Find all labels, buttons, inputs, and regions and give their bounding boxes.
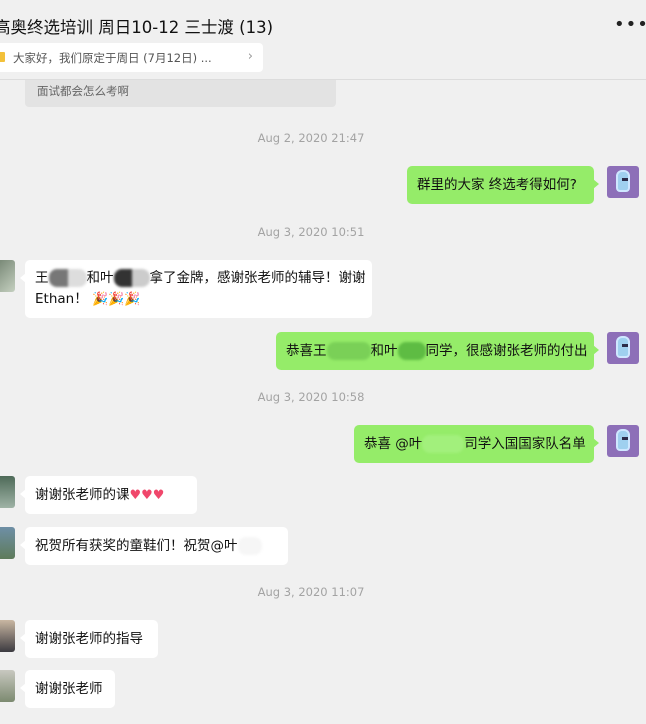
message-text: 谢谢张老师的指导 <box>35 631 143 647</box>
redacted-name <box>397 342 426 360</box>
more-dots-icon[interactable]: ••• <box>614 14 646 35</box>
message-text: 恭喜王 <box>286 343 327 359</box>
chat-title[interactable]: 高奥终选培训 周日10-12 三士渡 (13) <box>0 18 274 37</box>
redacted-name <box>113 269 150 287</box>
chevron-right-icon: › <box>247 49 253 64</box>
heart-icon: ♥♥♥ <box>129 488 165 503</box>
avatar[interactable] <box>0 527 15 559</box>
message-text: 谢谢张老师的课 <box>35 487 130 503</box>
timestamp: Aug 2, 2020 21:47 <box>257 131 365 145</box>
message-bubble[interactable]: 谢谢张老师 <box>20 670 115 708</box>
party-popper-icon: 🎉🎉🎉 <box>92 292 141 307</box>
message-text: 和叶 <box>370 343 398 359</box>
redacted-name <box>237 537 262 555</box>
message-text: Ethan！ <box>35 291 88 307</box>
message-bubble[interactable]: 谢谢张老师的课♥♥♥ <box>20 476 197 514</box>
avatar[interactable] <box>0 670 15 702</box>
my-avatar[interactable] <box>607 166 639 198</box>
message-text: 恭喜 @叶 <box>364 436 423 452</box>
message-text: 司学入国国家队名单 <box>464 436 586 452</box>
message-text: 和叶 <box>86 270 114 286</box>
announcement-text: 大家好，我们原定于周日 (7月12日) ... <box>13 51 212 65</box>
message-bubble[interactable]: 祝贺所有获奖的童鞋们！祝贺@叶 <box>20 527 288 565</box>
message-text: 祝贺所有获奖的童鞋们！祝贺@叶 <box>35 538 238 554</box>
redacted-name <box>326 342 371 360</box>
message-text: 群里的大家 终选考得如何? <box>417 177 577 193</box>
message-bubble[interactable]: 群里的大家 终选考得如何? <box>407 166 599 204</box>
message-bubble[interactable]: 恭喜 @叶 司学入国国家队名单 <box>354 425 599 463</box>
message-text: 谢谢张老师 <box>35 681 103 697</box>
message-text: 同学，很感谢张老师的付出 <box>425 343 588 359</box>
message-bubble[interactable]: 恭喜王 和叶 同学，很感谢张老师的付出 <box>276 332 599 370</box>
avatar[interactable] <box>0 620 15 652</box>
quoted-message[interactable]: 面试都会怎么考啊 <box>25 80 336 107</box>
quoted-text: 面试都会怎么考啊 <box>37 84 129 98</box>
redacted-name <box>48 269 87 287</box>
timestamp: Aug 3, 2020 11:07 <box>257 585 365 599</box>
message-bubble[interactable]: 谢谢张老师的指导 <box>20 620 158 658</box>
my-avatar[interactable] <box>607 332 639 364</box>
announcement-bar[interactable]: 大家好，我们原定于周日 (7月12日) ... › <box>0 43 263 72</box>
timestamp: Aug 3, 2020 10:58 <box>257 390 365 404</box>
avatar[interactable] <box>0 476 15 508</box>
chat-header: 高奥终选培训 周日10-12 三士渡 (13) ••• 大家好，我们原定于周日 … <box>0 0 646 80</box>
avatar[interactable] <box>0 260 15 292</box>
message-bubble[interactable]: 王 和叶 拿了金牌，感谢张老师的辅导！谢谢 Ethan！ 🎉🎉🎉 <box>20 260 372 318</box>
timestamp: Aug 3, 2020 10:51 <box>257 225 365 239</box>
message-text: 王 <box>35 270 49 286</box>
my-avatar[interactable] <box>607 425 639 457</box>
redacted-name <box>422 435 465 453</box>
speaker-icon <box>0 52 5 62</box>
message-text: 拿了金牌，感谢张老师的辅导！谢谢 <box>149 270 366 286</box>
